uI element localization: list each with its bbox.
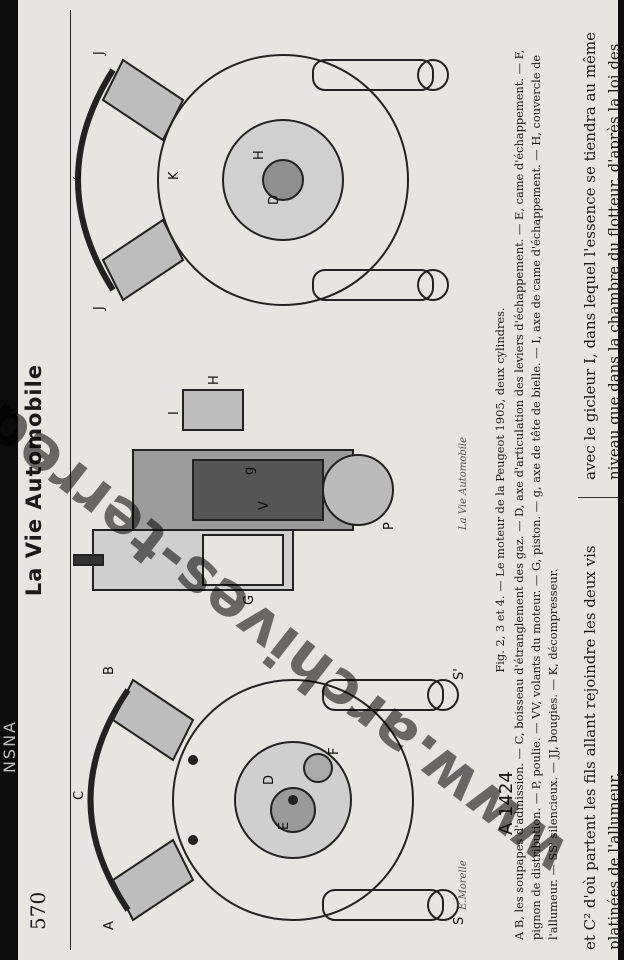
silencer-r-right: [312, 59, 434, 91]
fig2-label-f: F: [327, 748, 342, 755]
fig2-label-e: E: [277, 822, 292, 830]
ignition-hub: [262, 159, 304, 201]
silencer-r-end-right: [417, 59, 449, 91]
throttle-pipe-r: [75, 68, 116, 292]
piston-g: [202, 534, 284, 586]
fig2-label-a: A: [102, 921, 117, 930]
fig3-label-v: V: [257, 501, 272, 510]
flywheel-v: [192, 459, 324, 521]
fig4-label-j-left: J: [92, 306, 107, 311]
image-credit: La Vie Automobile: [458, 436, 469, 530]
cylinder-left-r: [101, 218, 185, 302]
crankcase-outline: [172, 679, 414, 921]
fig4-label-j-right: J: [92, 51, 107, 56]
figure-4-engine: [75, 54, 449, 306]
throttle-pipe: [87, 688, 131, 912]
artist-signature: E.Morelle: [458, 860, 469, 910]
film-code: NSNA: [0, 720, 19, 774]
spark-plug: [73, 554, 104, 566]
body-text-left: et C² d'où partent les fils allant rejoi…: [581, 545, 623, 950]
fig3-label-g-small: g: [242, 467, 257, 475]
fig4-label-k: K: [167, 171, 182, 180]
silencer-r-left: [312, 269, 434, 301]
fig2-label-d: D: [262, 775, 277, 785]
fig4-label-c: C: [73, 171, 85, 180]
fig3-label-h: H: [207, 375, 222, 385]
rotated-sheet: 570 La Vie Automobile: [0, 10, 623, 950]
ignition-cover-h: [182, 389, 244, 431]
pulley-p: [322, 454, 394, 526]
fig3-label-p: P: [382, 522, 397, 530]
fig3-label-i: I: [167, 411, 182, 415]
silencer-s-prime: [322, 679, 444, 711]
fig2-label-c: C: [73, 791, 87, 800]
fig4-label-d: D: [267, 195, 282, 205]
fig4-label-h: H: [252, 150, 267, 160]
gear-e: [270, 787, 316, 833]
gear-f: [303, 753, 333, 783]
silencer-end-left: [427, 889, 459, 921]
figure-2-engine: [87, 678, 459, 922]
fig2-label-s-prime: S': [452, 668, 463, 680]
silencer-r-end-left: [417, 269, 449, 301]
fig2-label-s: S: [452, 917, 463, 925]
column-rule: [578, 497, 618, 498]
cylinder-right-r: [101, 58, 185, 142]
engine-drawings: A B C D E F S S' I H: [73, 51, 463, 930]
silencer-s: [322, 889, 444, 921]
figure-3-section: [73, 389, 394, 591]
fig2-label-b: B: [102, 666, 117, 675]
crankcase-outline-right: [157, 54, 409, 306]
fig3-label-g: G: [242, 595, 257, 605]
silencer-end-right: [427, 679, 459, 711]
film-border: NSNA: [0, 0, 19, 960]
body-text-right: avec le gicleur I, dans lequel l'essence…: [581, 31, 623, 480]
